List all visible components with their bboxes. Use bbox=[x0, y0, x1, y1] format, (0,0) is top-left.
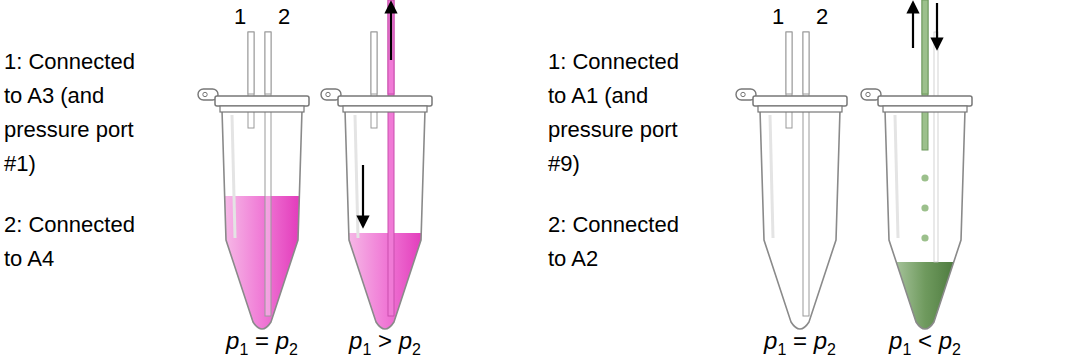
connection-note: 2: Connected to A4 bbox=[4, 208, 154, 276]
subscript: 2 bbox=[412, 341, 421, 358]
pressure-symbol: p bbox=[939, 327, 952, 354]
pressure-symbol: p bbox=[399, 327, 412, 354]
connection-note: 1: Connected to A1 (and pressure port #9… bbox=[548, 45, 698, 181]
tube-number: 2 bbox=[816, 4, 828, 30]
pressure-symbol: p bbox=[764, 327, 777, 354]
relation-text bbox=[911, 327, 918, 354]
pressure-symbol: p bbox=[226, 327, 239, 354]
pressure-relation: p1 < p2 bbox=[889, 326, 961, 356]
pressure-relation: p1 = p2 bbox=[226, 326, 298, 356]
connection-note: 2: Connected to A2 bbox=[548, 208, 698, 276]
relation-text bbox=[807, 327, 814, 354]
relation-text bbox=[932, 327, 939, 354]
relation-text: = bbox=[793, 327, 807, 354]
pressure-symbol: p bbox=[276, 327, 289, 354]
subscript: 2 bbox=[289, 341, 298, 358]
relation-text bbox=[371, 327, 378, 354]
subscript: 2 bbox=[952, 341, 961, 358]
tube-number: 1 bbox=[772, 4, 784, 30]
pressure-relation: p1 > p2 bbox=[349, 326, 421, 356]
pressure-symbol: p bbox=[349, 327, 362, 354]
relation-text bbox=[392, 327, 399, 354]
subscript: 2 bbox=[827, 341, 836, 358]
pressure-symbol: p bbox=[814, 327, 827, 354]
relation-text bbox=[269, 327, 276, 354]
tube-number: 2 bbox=[278, 4, 290, 30]
subscript: 1 bbox=[902, 341, 911, 358]
relation-text: < bbox=[918, 327, 932, 354]
relation-text: > bbox=[378, 327, 392, 354]
connection-note: 1: Connected to A3 (and pressure port #1… bbox=[4, 45, 154, 181]
subscript: 1 bbox=[239, 341, 248, 358]
relation-text bbox=[786, 327, 793, 354]
pressure-relation: p1 = p2 bbox=[764, 326, 836, 356]
pressure-symbol: p bbox=[889, 327, 902, 354]
subscript: 1 bbox=[362, 341, 371, 358]
tube-number: 1 bbox=[234, 4, 246, 30]
relation-text bbox=[248, 327, 255, 354]
relation-text: = bbox=[255, 327, 269, 354]
subscript: 1 bbox=[777, 341, 786, 358]
